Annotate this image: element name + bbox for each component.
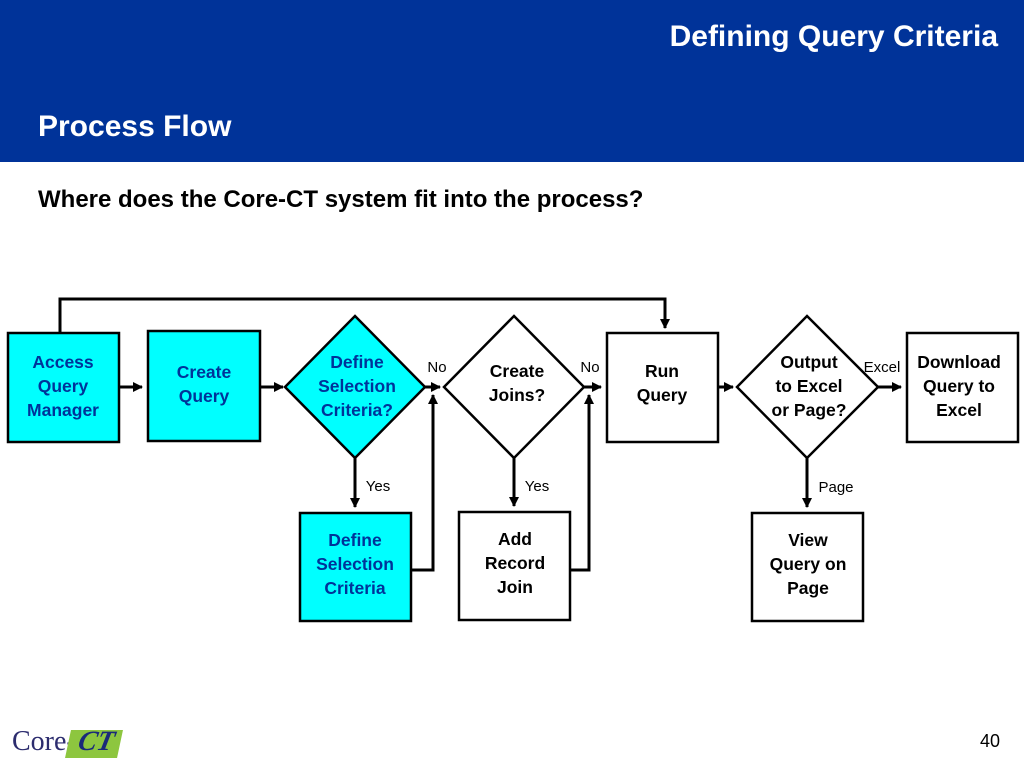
node-view-query-on-page <box>750 511 865 623</box>
node-label-define-box-3: Criteria <box>324 578 386 598</box>
node-add-record-join <box>457 510 572 622</box>
question-text: Where does the Core-CT system fit into t… <box>38 186 644 213</box>
header-banner: Defining Query Criteria Process Flow <box>0 0 1024 162</box>
logo-ct-text: CT <box>75 726 118 757</box>
node-label-define-q-3: Criteria? <box>321 400 393 420</box>
node-label-joins-2: Joins? <box>489 385 545 405</box>
node-label-define-box-2: Selection <box>316 554 394 574</box>
node-label-view-3: Page <box>787 578 829 598</box>
logo-ct-badge: CT <box>65 726 123 758</box>
edge-label-excel: Excel <box>864 359 901 376</box>
edge-label-yes-define: Yes <box>366 478 390 495</box>
slide-title: Defining Query Criteria <box>669 20 998 53</box>
edge-label-yes-joins: Yes <box>525 478 549 495</box>
node-label-joins-1: Create <box>490 361 545 381</box>
page-number: 40 <box>979 731 1000 751</box>
node-label-output-1: Output <box>780 352 838 372</box>
node-label-create-query-1: Create <box>177 362 232 382</box>
node-label-define-box-1: Define <box>328 530 382 550</box>
edge-label-no-joins: No <box>580 359 599 376</box>
node-label-view-2: Query on <box>770 554 847 574</box>
node-create-joins-decision <box>442 314 586 460</box>
node-label-add-join-3: Join <box>497 577 533 597</box>
section-title: Process Flow <box>38 110 232 143</box>
node-label-define-q-2: Selection <box>318 376 396 396</box>
node-label-output-2: to Excel <box>775 376 842 396</box>
node-label-add-join-1: Add <box>498 529 532 549</box>
node-label-access-3: Manager <box>27 400 99 420</box>
node-create-query <box>146 329 262 443</box>
connector-define-box-return <box>411 394 438 572</box>
edge-label-no-define: No <box>427 359 446 376</box>
node-define-selection-box <box>298 511 413 623</box>
node-label-download-1: Download <box>917 352 1001 372</box>
node-output-decision <box>735 314 880 460</box>
connector-add-join-return <box>570 394 594 572</box>
node-label-define-q-1: Define <box>330 352 384 372</box>
node-label-add-join-2: Record <box>485 553 545 573</box>
node-label-download-3: Excel <box>936 400 982 420</box>
core-ct-logo: Core- CT <box>8 726 123 764</box>
node-label-run-1: Run <box>645 361 679 381</box>
node-label-view-1: View <box>788 530 828 550</box>
node-label-run-2: Query <box>637 385 688 405</box>
node-label-access-1: Access <box>32 352 94 372</box>
node-label-access-2: Query <box>38 376 89 396</box>
node-label-output-3: or Page? <box>772 400 847 420</box>
node-define-selection-decision <box>283 314 427 460</box>
node-run-query <box>605 331 720 444</box>
node-access-query-manager <box>6 331 121 444</box>
node-download-query <box>905 331 1020 444</box>
node-label-create-query-2: Query <box>179 386 230 406</box>
connector-access-to-run <box>58 297 670 333</box>
edge-label-page: Page <box>818 479 853 496</box>
node-label-download-2: Query to <box>923 376 995 396</box>
